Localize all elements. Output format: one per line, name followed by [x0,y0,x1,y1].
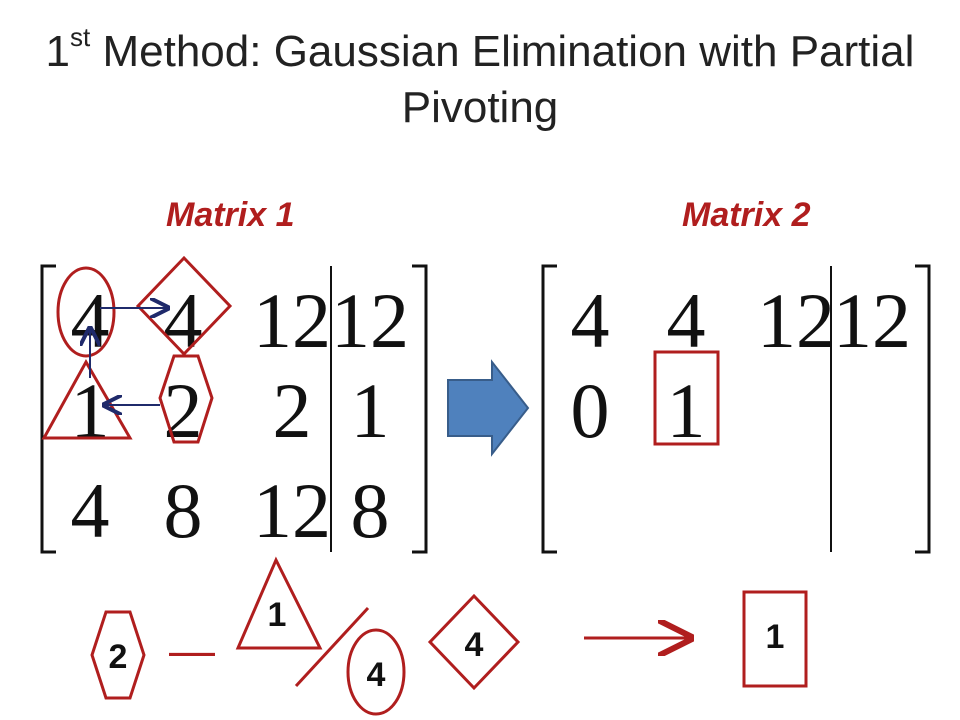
m1-r2-c3: 2 [273,367,312,454]
m2-r2-c1: 0 [571,367,610,454]
m2-r1-c1: 4 [571,277,610,364]
diamond-value: 4 [465,626,484,664]
result-square [742,590,808,688]
matrix2-bracket-right [915,264,931,554]
matrix1-entries: 4 4 12 12 1 2 2 1 4 8 12 8 [71,277,410,554]
slide-title: 1st Method: Gaussian Elimination with Pa… [0,24,960,136]
matrix1-label: Matrix 1 [166,196,295,234]
title-text: Method: Gaussian Elimination with Partia… [90,27,915,132]
circle-shape [346,628,406,716]
m1-r2-c4: 1 [351,367,390,454]
m1-r2-c2: 2 [164,367,203,454]
matrix1-bracket-right [412,264,428,554]
hexagon-marker [158,354,214,444]
triangle-value: 1 [268,596,287,634]
m1-r3-c2: 8 [164,467,203,554]
title-sup-number: 1 [45,27,71,76]
m2-r1-c4: 12 [833,277,911,364]
m1-r1-c3: 12 [253,277,331,364]
diamond-shape [427,593,521,691]
hexagon-value: 2 [109,638,128,676]
diamond-marker [135,255,233,357]
matrix2-entries: 4 4 12 12 0 1 [571,277,912,454]
m1-r1-c2: 4 [164,277,203,364]
result-value: 1 [766,618,785,656]
m2-r1-c3: 12 [757,277,835,364]
triangle-shape [235,556,323,650]
matrix2-bracket-left [541,264,557,554]
title-superscript: st [70,22,91,52]
m2-r1-c2: 4 [667,277,706,364]
m1-r3-c1: 4 [71,467,110,554]
right-block-arrow-icon [447,359,530,457]
matrix1-bracket-left [40,264,56,554]
m2-r2-c2: 1 [667,367,706,454]
m1-r3-c3: 12 [253,467,331,554]
matrix2-label: Matrix 2 [682,196,811,234]
circle-marker [56,266,116,358]
division-slash [294,606,370,688]
square-marker [653,350,720,446]
hexagon-shape [90,610,146,700]
minus-sign: — [169,624,215,676]
m1-r1-c4: 12 [331,277,409,364]
circle-value: 4 [367,656,386,694]
m1-r3-c4: 8 [351,467,390,554]
